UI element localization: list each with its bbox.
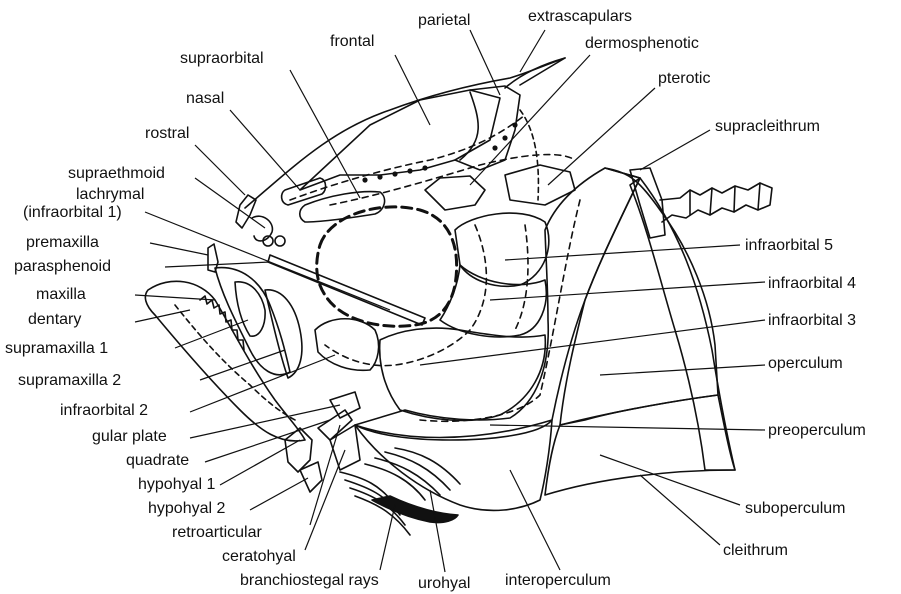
label-lachrymal: lachrymal bbox=[76, 186, 144, 204]
leader-nasal bbox=[230, 110, 300, 190]
label-gular-plate: gular plate bbox=[92, 428, 167, 446]
leader-rostral bbox=[195, 145, 245, 195]
vertebra-edge bbox=[734, 186, 735, 212]
label-pterotic: pterotic bbox=[658, 70, 710, 88]
leader-cleithrum bbox=[640, 475, 720, 545]
infraorbital-canal-2 bbox=[515, 225, 528, 330]
suboperculum-bone bbox=[545, 395, 735, 495]
label-quadrate: quadrate bbox=[126, 452, 189, 470]
leader-lachrymal bbox=[145, 212, 390, 310]
supramaxilla-2-bone bbox=[265, 290, 302, 378]
label-suboperculum: suboperculum bbox=[745, 500, 846, 518]
supracleithrum-bone bbox=[630, 168, 665, 238]
operculum-bone bbox=[560, 168, 718, 425]
label-ceratohyal: ceratohyal bbox=[222, 548, 296, 566]
canal-pore bbox=[502, 135, 507, 140]
label-rostral: rostral bbox=[145, 125, 189, 143]
urohyal-bone bbox=[372, 496, 458, 523]
label-retroarticular: retroarticular bbox=[172, 524, 262, 542]
label-supracleithrum: supracleithrum bbox=[715, 118, 820, 136]
label-parasphenoid: parasphenoid bbox=[14, 258, 111, 276]
leader-hypohyal-2 bbox=[250, 478, 308, 510]
canal-pore bbox=[422, 165, 427, 170]
leader-infraorbital-5 bbox=[505, 245, 740, 260]
vertebral-column bbox=[660, 183, 772, 222]
skull-roof-outline bbox=[245, 58, 565, 208]
label-dentary: dentary bbox=[28, 311, 81, 329]
label-infraorbital-4: infraorbital 4 bbox=[768, 275, 856, 293]
leader-operculum bbox=[600, 365, 765, 375]
label-urohyal: urohyal bbox=[418, 575, 470, 593]
label-infraorbital-1: (infraorbital 1) bbox=[23, 204, 122, 222]
label-premaxilla: premaxilla bbox=[26, 234, 99, 252]
leader-supracleithrum bbox=[640, 130, 710, 170]
preoperculum-bone bbox=[355, 168, 640, 440]
leader-branchiostegal-rays bbox=[380, 505, 395, 570]
leader-supraorbital bbox=[290, 70, 360, 198]
leader-dermosphenotic bbox=[470, 55, 590, 185]
label-infraorbital-2: infraorbital 2 bbox=[60, 402, 148, 420]
label-frontal: frontal bbox=[330, 33, 374, 51]
label-hypohyal-1: hypohyal 1 bbox=[138, 476, 215, 494]
leader-frontal bbox=[395, 55, 430, 125]
leader-suboperculum bbox=[600, 455, 740, 505]
ceratohyal-bone bbox=[330, 425, 360, 470]
leader-urohyal bbox=[430, 490, 445, 572]
supraorbital-bone bbox=[300, 192, 385, 222]
infraorbital-3-bone bbox=[380, 328, 546, 420]
label-branchiostegal-rays: branchiostegal rays bbox=[240, 572, 379, 590]
label-dermosphenotic: dermosphenotic bbox=[585, 35, 699, 53]
label-interoperculum: interoperculum bbox=[505, 572, 611, 590]
leader-infraorbital-2 bbox=[190, 355, 335, 412]
canal-pore bbox=[492, 145, 497, 150]
label-parietal: parietal bbox=[418, 12, 470, 30]
leader-dentary bbox=[135, 310, 190, 322]
label-cleithrum: cleithrum bbox=[723, 542, 788, 560]
parietal-bone bbox=[455, 86, 520, 170]
label-operculum: operculum bbox=[768, 355, 843, 373]
infraorbital-5-bone bbox=[455, 213, 549, 286]
label-preoperculum: preoperculum bbox=[768, 422, 866, 440]
quadrate-bone bbox=[285, 428, 312, 472]
gular-plate-bone bbox=[330, 392, 360, 418]
vertebra-edge bbox=[758, 183, 760, 210]
leader-infraorbital-4 bbox=[490, 282, 765, 300]
leader-supramaxilla-2 bbox=[200, 350, 285, 380]
supraethmoid-knob bbox=[275, 236, 285, 246]
canal-pore bbox=[392, 171, 397, 176]
label-supramaxilla-2: supramaxilla 2 bbox=[18, 372, 121, 390]
label-maxilla: maxilla bbox=[36, 286, 86, 304]
label-nasal: nasal bbox=[186, 90, 224, 108]
label-supraethmoid: supraethmoid bbox=[68, 165, 165, 183]
leader-premaxilla bbox=[150, 243, 208, 255]
label-extrascapulars: extrascapulars bbox=[528, 8, 632, 26]
canal-pore bbox=[377, 174, 382, 179]
label-infraorbital-5: infraorbital 5 bbox=[745, 237, 833, 255]
label-infraorbital-3: infraorbital 3 bbox=[768, 312, 856, 330]
leader-interoperculum bbox=[510, 470, 560, 570]
leader-gular-plate bbox=[190, 405, 340, 438]
canal-pore bbox=[512, 122, 517, 127]
canal-pore bbox=[362, 177, 367, 182]
label-hypohyal-2: hypohyal 2 bbox=[148, 500, 225, 518]
label-supramaxilla-1: supramaxilla 1 bbox=[5, 340, 108, 358]
rostral-bone bbox=[236, 195, 256, 228]
supraethmoid-bone bbox=[252, 216, 272, 241]
label-supraorbital: supraorbital bbox=[180, 50, 264, 68]
canal-pore bbox=[407, 168, 412, 173]
dermosphenotic-bone bbox=[425, 176, 485, 210]
vertebra-edge bbox=[710, 188, 712, 215]
